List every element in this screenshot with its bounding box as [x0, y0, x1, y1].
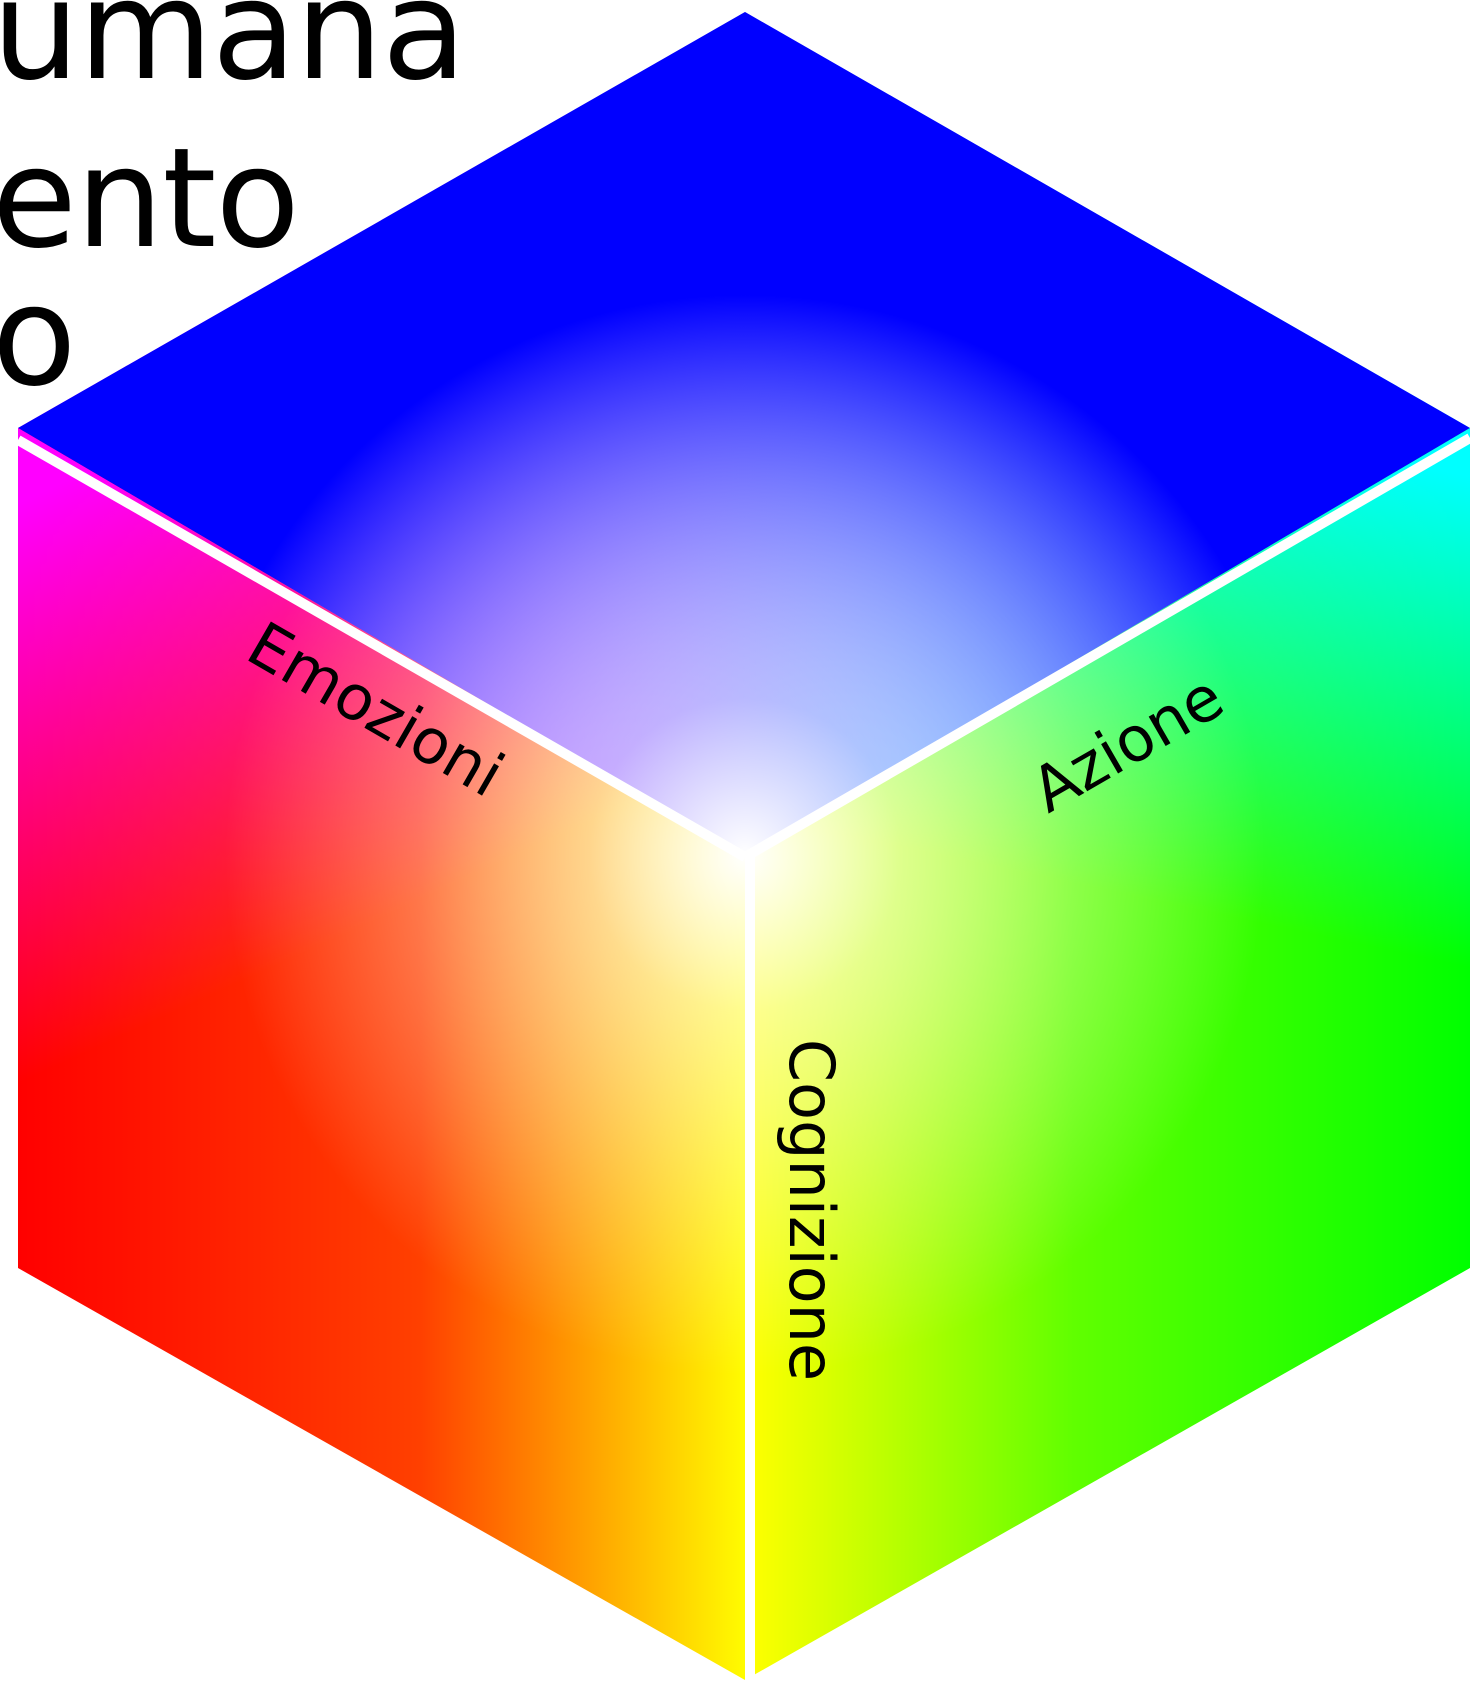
axis-label-cognition: Cognizione	[775, 1039, 848, 1381]
